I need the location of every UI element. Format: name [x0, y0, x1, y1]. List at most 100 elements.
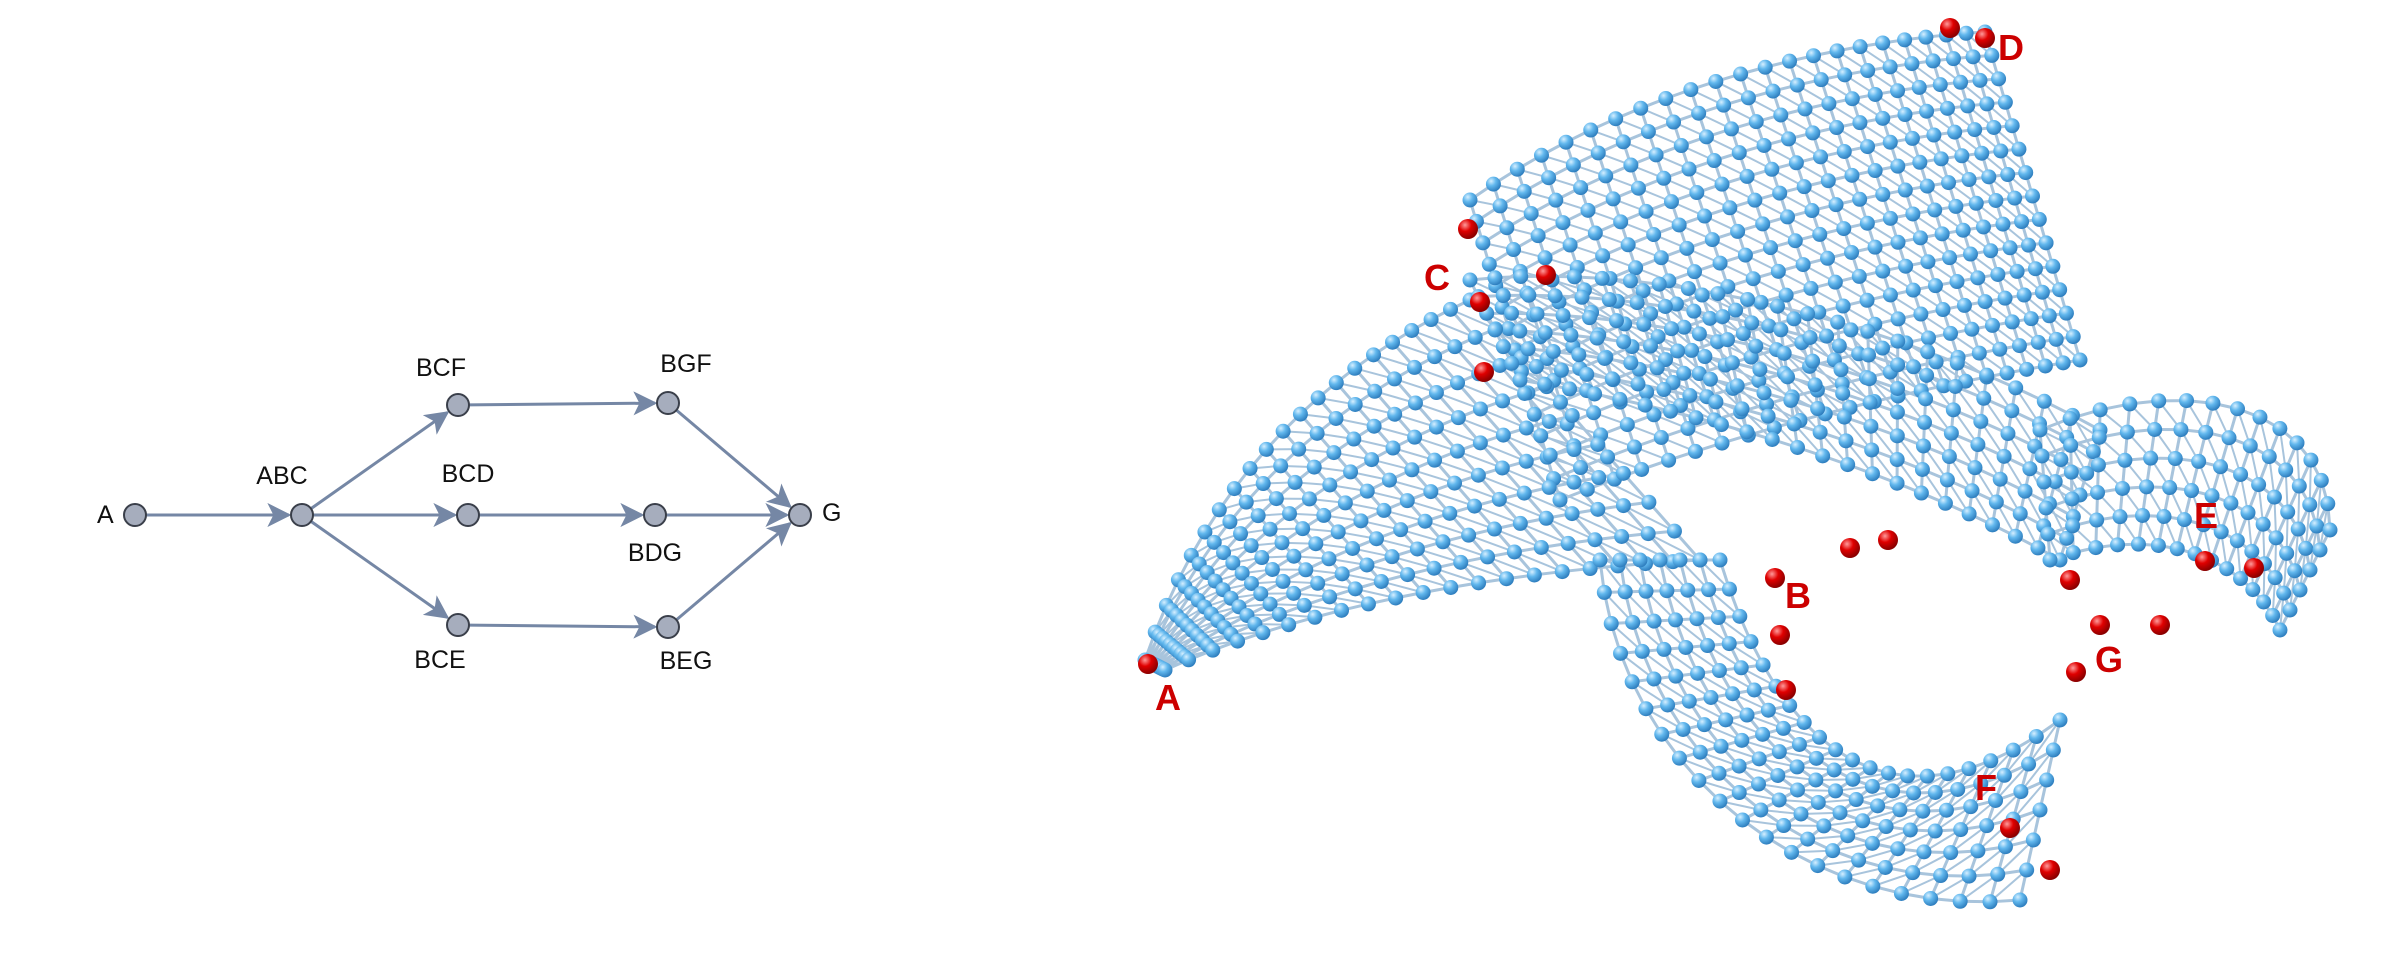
node-label-bgf: BGF: [660, 350, 711, 378]
mesh-node: [1804, 203, 1820, 219]
mesh-node: [1367, 383, 1383, 399]
mesh-node: [1530, 228, 1546, 244]
mesh-node: [1703, 690, 1719, 705]
mesh-node: [1761, 318, 1777, 334]
node-bgf: [656, 391, 680, 415]
mesh-node: [2242, 438, 2258, 454]
mesh-node: [1547, 288, 1563, 304]
mesh-node: [1819, 328, 1835, 344]
mesh-node: [1770, 767, 1786, 783]
mesh-node: [1628, 260, 1644, 276]
vertex-label-b: B: [1785, 575, 1811, 616]
mesh-edge: [1548, 486, 1599, 511]
mesh-node: [1937, 495, 1953, 511]
mesh-node: [1865, 878, 1881, 894]
mesh-node: [1765, 83, 1781, 99]
mesh-node: [1829, 120, 1845, 136]
mesh-node: [1933, 868, 1949, 884]
mesh-node: [1659, 583, 1675, 599]
mesh-node: [2042, 552, 2058, 568]
mesh-node: [1181, 652, 1197, 668]
mesh-node: [1563, 327, 1579, 343]
mesh-node: [1687, 443, 1703, 459]
mesh-node: [1571, 347, 1587, 363]
mesh-node: [2290, 521, 2306, 537]
mesh-node: [1812, 729, 1828, 745]
mesh-edge: [1487, 555, 1535, 576]
mesh-node: [1859, 292, 1875, 308]
mesh-node: [1713, 738, 1729, 754]
mesh-node: [1833, 362, 1849, 378]
mesh-node: [2017, 483, 2033, 499]
mesh-node: [1447, 475, 1463, 491]
mesh-node: [1875, 110, 1891, 126]
mesh-middle-band-nodes: [1462, 268, 2108, 568]
highlight-node: [1840, 538, 1860, 558]
mesh-node: [1633, 100, 1649, 116]
mesh-node: [1861, 347, 1877, 363]
mesh-edge: [1980, 749, 2014, 785]
mesh-node: [1755, 726, 1771, 742]
mesh-node: [1616, 334, 1632, 350]
mesh-node: [2063, 464, 2079, 480]
mesh-node: [1595, 248, 1611, 264]
mesh-edge: [1434, 459, 1479, 477]
mesh-edge: [1545, 517, 1596, 541]
mesh-node: [1698, 129, 1714, 145]
mesh-node: [2176, 512, 2192, 528]
mesh-edge: [1514, 551, 1563, 573]
mesh-node: [2320, 496, 2336, 512]
mesh-node: [1501, 321, 1517, 337]
mesh-node: [1739, 424, 1755, 440]
mesh-node: [1764, 161, 1780, 177]
mesh-node: [1601, 292, 1617, 308]
mesh-node: [1835, 298, 1851, 314]
mesh-edge: [2315, 480, 2323, 527]
mesh-node: [1747, 192, 1763, 208]
mesh-node: [1689, 185, 1705, 201]
mesh-node: [1917, 414, 1933, 430]
mesh-edge: [1994, 763, 2030, 802]
mesh-node: [1923, 890, 1939, 906]
mesh-edge: [1460, 561, 1507, 580]
mesh-node: [1735, 812, 1750, 828]
mesh-node: [2016, 287, 2032, 303]
mesh-node: [1964, 483, 1980, 499]
mesh-node: [1861, 371, 1877, 387]
mesh-node: [1689, 611, 1705, 627]
mesh-node: [1326, 445, 1342, 461]
mesh-node: [1982, 894, 1998, 910]
highlight-node: [1975, 28, 1995, 48]
mesh-node: [1964, 321, 1980, 337]
mesh-node: [2007, 528, 2023, 544]
mesh-node: [2053, 452, 2069, 468]
mesh-node: [1566, 269, 1582, 285]
mesh-node: [1831, 338, 1847, 354]
mesh-node: [1343, 464, 1359, 480]
highlight-node: [2000, 818, 2020, 838]
node-label-a: A: [97, 501, 114, 529]
mesh-node: [1353, 513, 1369, 529]
mesh-node: [1949, 355, 1965, 371]
mesh-node: [1346, 431, 1362, 447]
mesh-node: [1273, 458, 1289, 474]
mesh-node: [1553, 362, 1569, 378]
mesh-node: [2298, 540, 2314, 556]
mesh-node: [1704, 232, 1720, 248]
mesh-node: [1495, 288, 1511, 304]
mesh-node: [1757, 59, 1773, 75]
mesh-node: [2085, 444, 2101, 460]
mesh-node: [1423, 312, 1439, 328]
mesh-node: [1442, 505, 1458, 521]
mesh-node: [1936, 378, 1952, 394]
mesh-node: [1658, 91, 1674, 107]
mesh-node: [1840, 828, 1856, 844]
mesh-node: [1789, 759, 1805, 775]
mesh-node: [1666, 114, 1682, 130]
node-abc: [290, 503, 314, 527]
mesh-node: [2031, 211, 2047, 227]
mesh-node: [1564, 408, 1580, 424]
mesh-node: [1590, 501, 1606, 517]
mesh-node: [1646, 671, 1662, 687]
mesh-node: [1708, 394, 1724, 410]
